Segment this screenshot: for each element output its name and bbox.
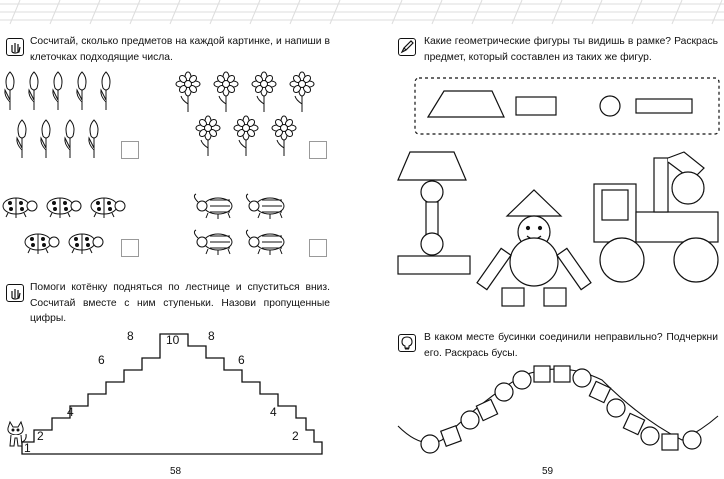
shapes-pictures — [397, 151, 719, 307]
task1-text: Сосчитай, сколько предметов на каждой ка… — [30, 36, 330, 63]
step-top-10: 10 — [166, 333, 180, 347]
step-right-4: 4 — [270, 405, 277, 419]
step-left-1: 1 — [24, 441, 31, 455]
counting-hand-icon — [6, 38, 24, 56]
lightbulb-icon — [398, 334, 416, 352]
beads-necklace — [397, 365, 719, 454]
answer-box-tulips[interactable] — [121, 141, 139, 159]
step-left-6: 6 — [98, 353, 105, 367]
answer-box-beetles[interactable] — [309, 239, 327, 257]
task2-text: Помоги котёнку подняться по лестнице и с… — [30, 282, 330, 324]
left-page: Сосчитай, сколько предметов на каждой ка… — [0, 0, 362, 477]
step-right-2: 2 — [292, 429, 299, 443]
shapes-frame — [414, 77, 720, 135]
beetles-illustration — [193, 193, 285, 256]
ruled-lines-right — [362, 0, 724, 25]
page-number-right: 59 — [542, 466, 554, 477]
ladybugs-illustration — [2, 197, 126, 255]
ruled-lines-left — [0, 0, 362, 25]
tulips-illustration — [4, 71, 111, 159]
task3-text: Какие геометрические фигуры ты видишь в … — [424, 36, 718, 63]
counting-hand-icon — [6, 284, 24, 302]
staircase: 1 2 4 6 8 10 8 6 4 2 — [21, 329, 323, 455]
lamp-shade — [397, 151, 467, 181]
step-left-2: 2 — [37, 429, 44, 443]
step-left-8: 8 — [127, 329, 134, 343]
step-left-4: 4 — [67, 405, 74, 419]
step-right-6: 6 — [238, 353, 245, 367]
answer-box-daisies[interactable] — [309, 141, 327, 159]
right-page: Какие геометрические фигуры ты видишь в … — [362, 0, 724, 479]
page-number-left: 58 — [170, 466, 182, 477]
step-right-8: 8 — [208, 329, 215, 343]
kitten-icon — [7, 420, 27, 447]
answer-box-ladybugs[interactable] — [121, 239, 139, 257]
pencil-icon — [398, 38, 416, 56]
daisies-illustration — [175, 71, 315, 157]
task4-text: В каком месте бусинки соединили неправил… — [424, 332, 718, 359]
